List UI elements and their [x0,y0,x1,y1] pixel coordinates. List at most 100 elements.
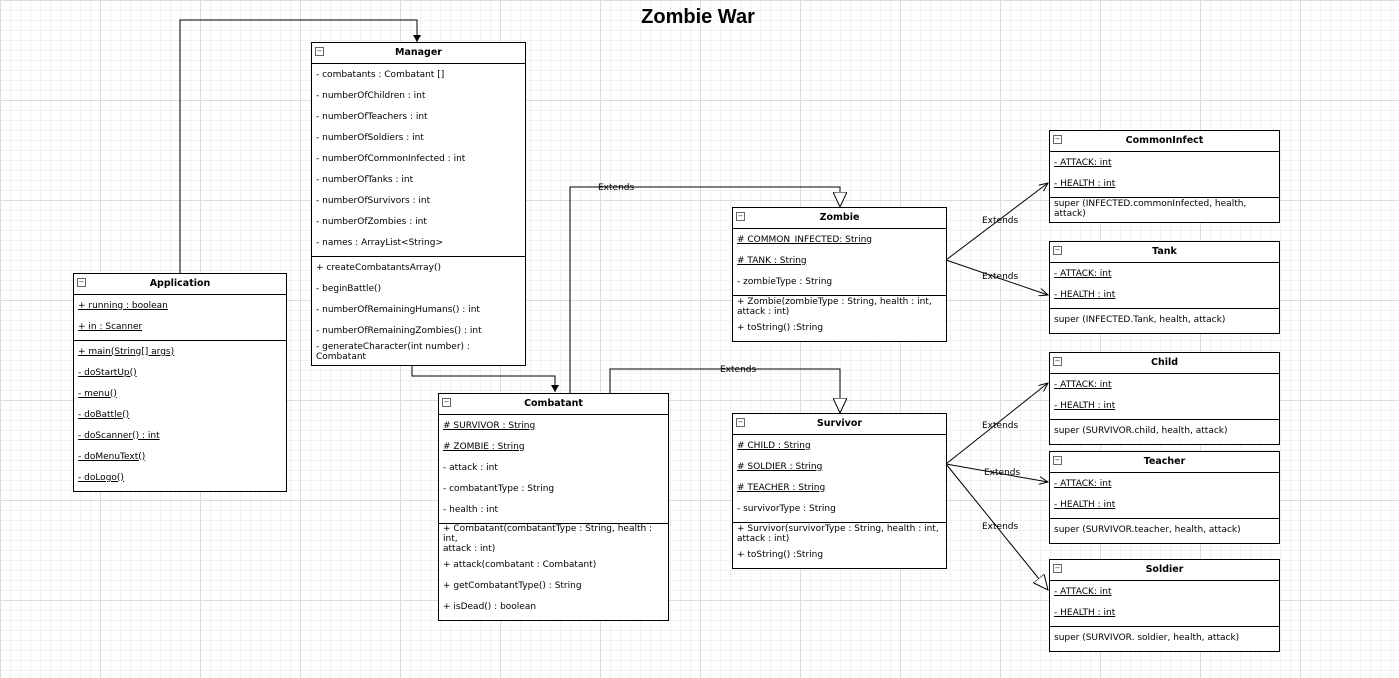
class-survivor[interactable]: −Survivor# CHILD : String# SOLDIER : Str… [732,413,947,569]
class-methods-section: + createCombatantsArray() - beginBattle()… [312,257,525,365]
class-method[interactable]: super (INFECTED.Tank, health, attack) [1050,309,1279,330]
class-attribute[interactable]: - ATTACK: int [1050,473,1279,494]
method-text: super (SURVIVOR.teacher, health, attack) [1054,524,1241,535]
class-method[interactable]: + Survivor(survivorType : String, health… [733,523,946,544]
class-attribute[interactable]: - numberOfCommonInfected : int [312,148,525,169]
class-attribute[interactable]: - combatantType : String [439,478,668,499]
class-teacher[interactable]: −Teacher- ATTACK: int- HEALTH : int super… [1049,451,1280,544]
class-attribute[interactable]: # ZOMBIE : String [439,436,668,457]
class-method[interactable]: - numberOfRemainingZombies() : int [312,320,525,341]
method-text: + createCombatantsArray() [316,262,441,273]
class-header[interactable]: −Manager [312,43,525,64]
attribute-text: - numberOfSoldiers : int [316,132,424,143]
class-method[interactable]: - doStartUp() [74,362,286,383]
collapse-icon[interactable]: − [1053,357,1062,366]
class-attribute[interactable]: - HEALTH : int [1050,284,1279,305]
class-method[interactable]: + isDead() : boolean [439,596,668,617]
class-attribute[interactable]: # TEACHER : String [733,477,946,498]
collapse-icon[interactable]: − [77,278,86,287]
class-application[interactable]: −Application+ running : boolean+ in : Sc… [73,273,287,492]
class-attribute[interactable]: - ATTACK: int [1050,263,1279,284]
attribute-text: # ZOMBIE : String [443,441,525,452]
class-attribute[interactable]: - survivorType : String [733,498,946,519]
class-method[interactable]: + getCombatantType() : String [439,575,668,596]
class-method[interactable]: + main(String[] args) [74,341,286,362]
class-method[interactable]: super (INFECTED.commonInfected, health, … [1050,198,1279,219]
class-attribute[interactable]: - numberOfSoldiers : int [312,127,525,148]
class-attribute[interactable]: # CHILD : String [733,435,946,456]
class-attribute[interactable]: + in : Scanner [74,316,286,337]
class-attribute[interactable]: # COMMON_INFECTED: String [733,229,946,250]
class-attribute[interactable]: - combatants : Combatant [] [312,64,525,85]
class-method[interactable]: - beginBattle() [312,278,525,299]
method-text: + getCombatantType() : String [443,580,582,591]
class-method[interactable]: + Zombie(zombieType : String, health : i… [733,296,946,317]
class-attribute[interactable]: - attack : int [439,457,668,478]
collapse-icon[interactable]: − [1053,135,1062,144]
collapse-icon[interactable]: − [736,212,745,221]
class-header[interactable]: −Application [74,274,286,295]
class-attribute[interactable]: - names : ArrayList<String> [312,232,525,253]
edge-label-extends: Extends [982,216,1018,226]
class-soldier[interactable]: −Soldier- ATTACK: int- HEALTH : int super… [1049,559,1280,652]
class-header[interactable]: −Survivor [733,414,946,435]
collapse-icon[interactable]: − [1053,246,1062,255]
class-attribute[interactable]: - zombieType : String [733,271,946,292]
class-attribute[interactable]: - ATTACK: int [1050,374,1279,395]
class-methods-section: + Combatant(combatantType : String, heal… [439,524,668,620]
class-method[interactable]: - numberOfRemainingHumans() : int [312,299,525,320]
class-attribute[interactable]: # SURVIVOR : String [439,415,668,436]
class-method[interactable]: + attack(combatant : Combatant) [439,554,668,575]
collapse-icon[interactable]: − [315,47,324,56]
class-attribute[interactable]: - HEALTH : int [1050,602,1279,623]
class-methods-section: + main(String[] args)- doStartUp()- menu… [74,341,286,491]
class-method[interactable]: super (SURVIVOR.child, health, attack) [1050,420,1279,441]
class-attribute[interactable]: - numberOfTeachers : int [312,106,525,127]
class-attribute[interactable]: # TANK : String [733,250,946,271]
class-method[interactable]: + toString() :String [733,317,946,338]
class-attribute[interactable]: - numberOfSurvivors : int [312,190,525,211]
class-attribute[interactable]: - ATTACK: int [1050,581,1279,602]
class-tank[interactable]: −Tank- ATTACK: int- HEALTH : int super (I… [1049,241,1280,334]
class-attribute[interactable]: - HEALTH : int [1050,395,1279,416]
class-attribute[interactable]: - HEALTH : int [1050,494,1279,515]
collapse-icon[interactable]: − [1053,564,1062,573]
class-header[interactable]: −Teacher [1050,452,1279,473]
class-attribute[interactable]: + running : boolean [74,295,286,316]
class-combatant[interactable]: − Combatant # SURVIVOR : String # ZOMBIE : … [438,393,669,621]
class-method[interactable]: - menu() [74,383,286,404]
class-attribute[interactable]: - numberOfChildren : int [312,85,525,106]
class-manager[interactable]: −Manager- combatants : Combatant []- num… [311,42,526,366]
class-header[interactable]: −Child [1050,353,1279,374]
class-attribute[interactable]: - numberOfTanks : int [312,169,525,190]
class-child[interactable]: −Child- ATTACK: int- HEALTH : int super (… [1049,352,1280,445]
class-attribute[interactable]: # SOLDIER : String [733,456,946,477]
class-header[interactable]: −Zombie [733,208,946,229]
class-header[interactable]: −Soldier [1050,560,1279,581]
class-method[interactable]: super (SURVIVOR. soldier, health, attack… [1050,627,1279,648]
class-attribute[interactable]: - numberOfZombies : int [312,211,525,232]
collapse-icon[interactable]: − [1053,456,1062,465]
class-method[interactable]: + createCombatantsArray() [312,257,525,278]
class-attribute[interactable]: - health : int [439,499,668,520]
class-method[interactable]: - doBattle() [74,404,286,425]
class-zombie[interactable]: −Zombie# COMMON_INFECTED: String# TANK :… [732,207,947,342]
class-header[interactable]: −CommonInfect [1050,131,1279,152]
class-method[interactable]: + toString() :String [733,544,946,565]
class-method[interactable]: - doLogo() [74,467,286,488]
class-attribute[interactable]: - ATTACK: int [1050,152,1279,173]
class-method[interactable]: + Combatant(combatantType : String, heal… [439,524,668,554]
diagram-title: Zombie War [641,6,755,28]
class-method[interactable]: - doScanner() : int [74,425,286,446]
collapse-icon[interactable]: − [442,398,451,407]
class-header[interactable]: −Tank [1050,242,1279,263]
class-method[interactable]: super (SURVIVOR.teacher, health, attack) [1050,519,1279,540]
class-method[interactable]: - generateCharacter(int number) : Combat… [312,341,525,362]
class-header[interactable]: − Combatant [439,394,668,415]
generalization-combatant-zombie [569,186,840,393]
class-method[interactable]: - doMenuText() [74,446,286,467]
collapse-icon[interactable]: − [736,418,745,427]
class-name: Combatant [524,398,583,409]
class-commoninfect[interactable]: −CommonInfect- ATTACK: int- HEALTH : int… [1049,130,1280,223]
class-attribute[interactable]: - HEALTH : int [1050,173,1279,194]
